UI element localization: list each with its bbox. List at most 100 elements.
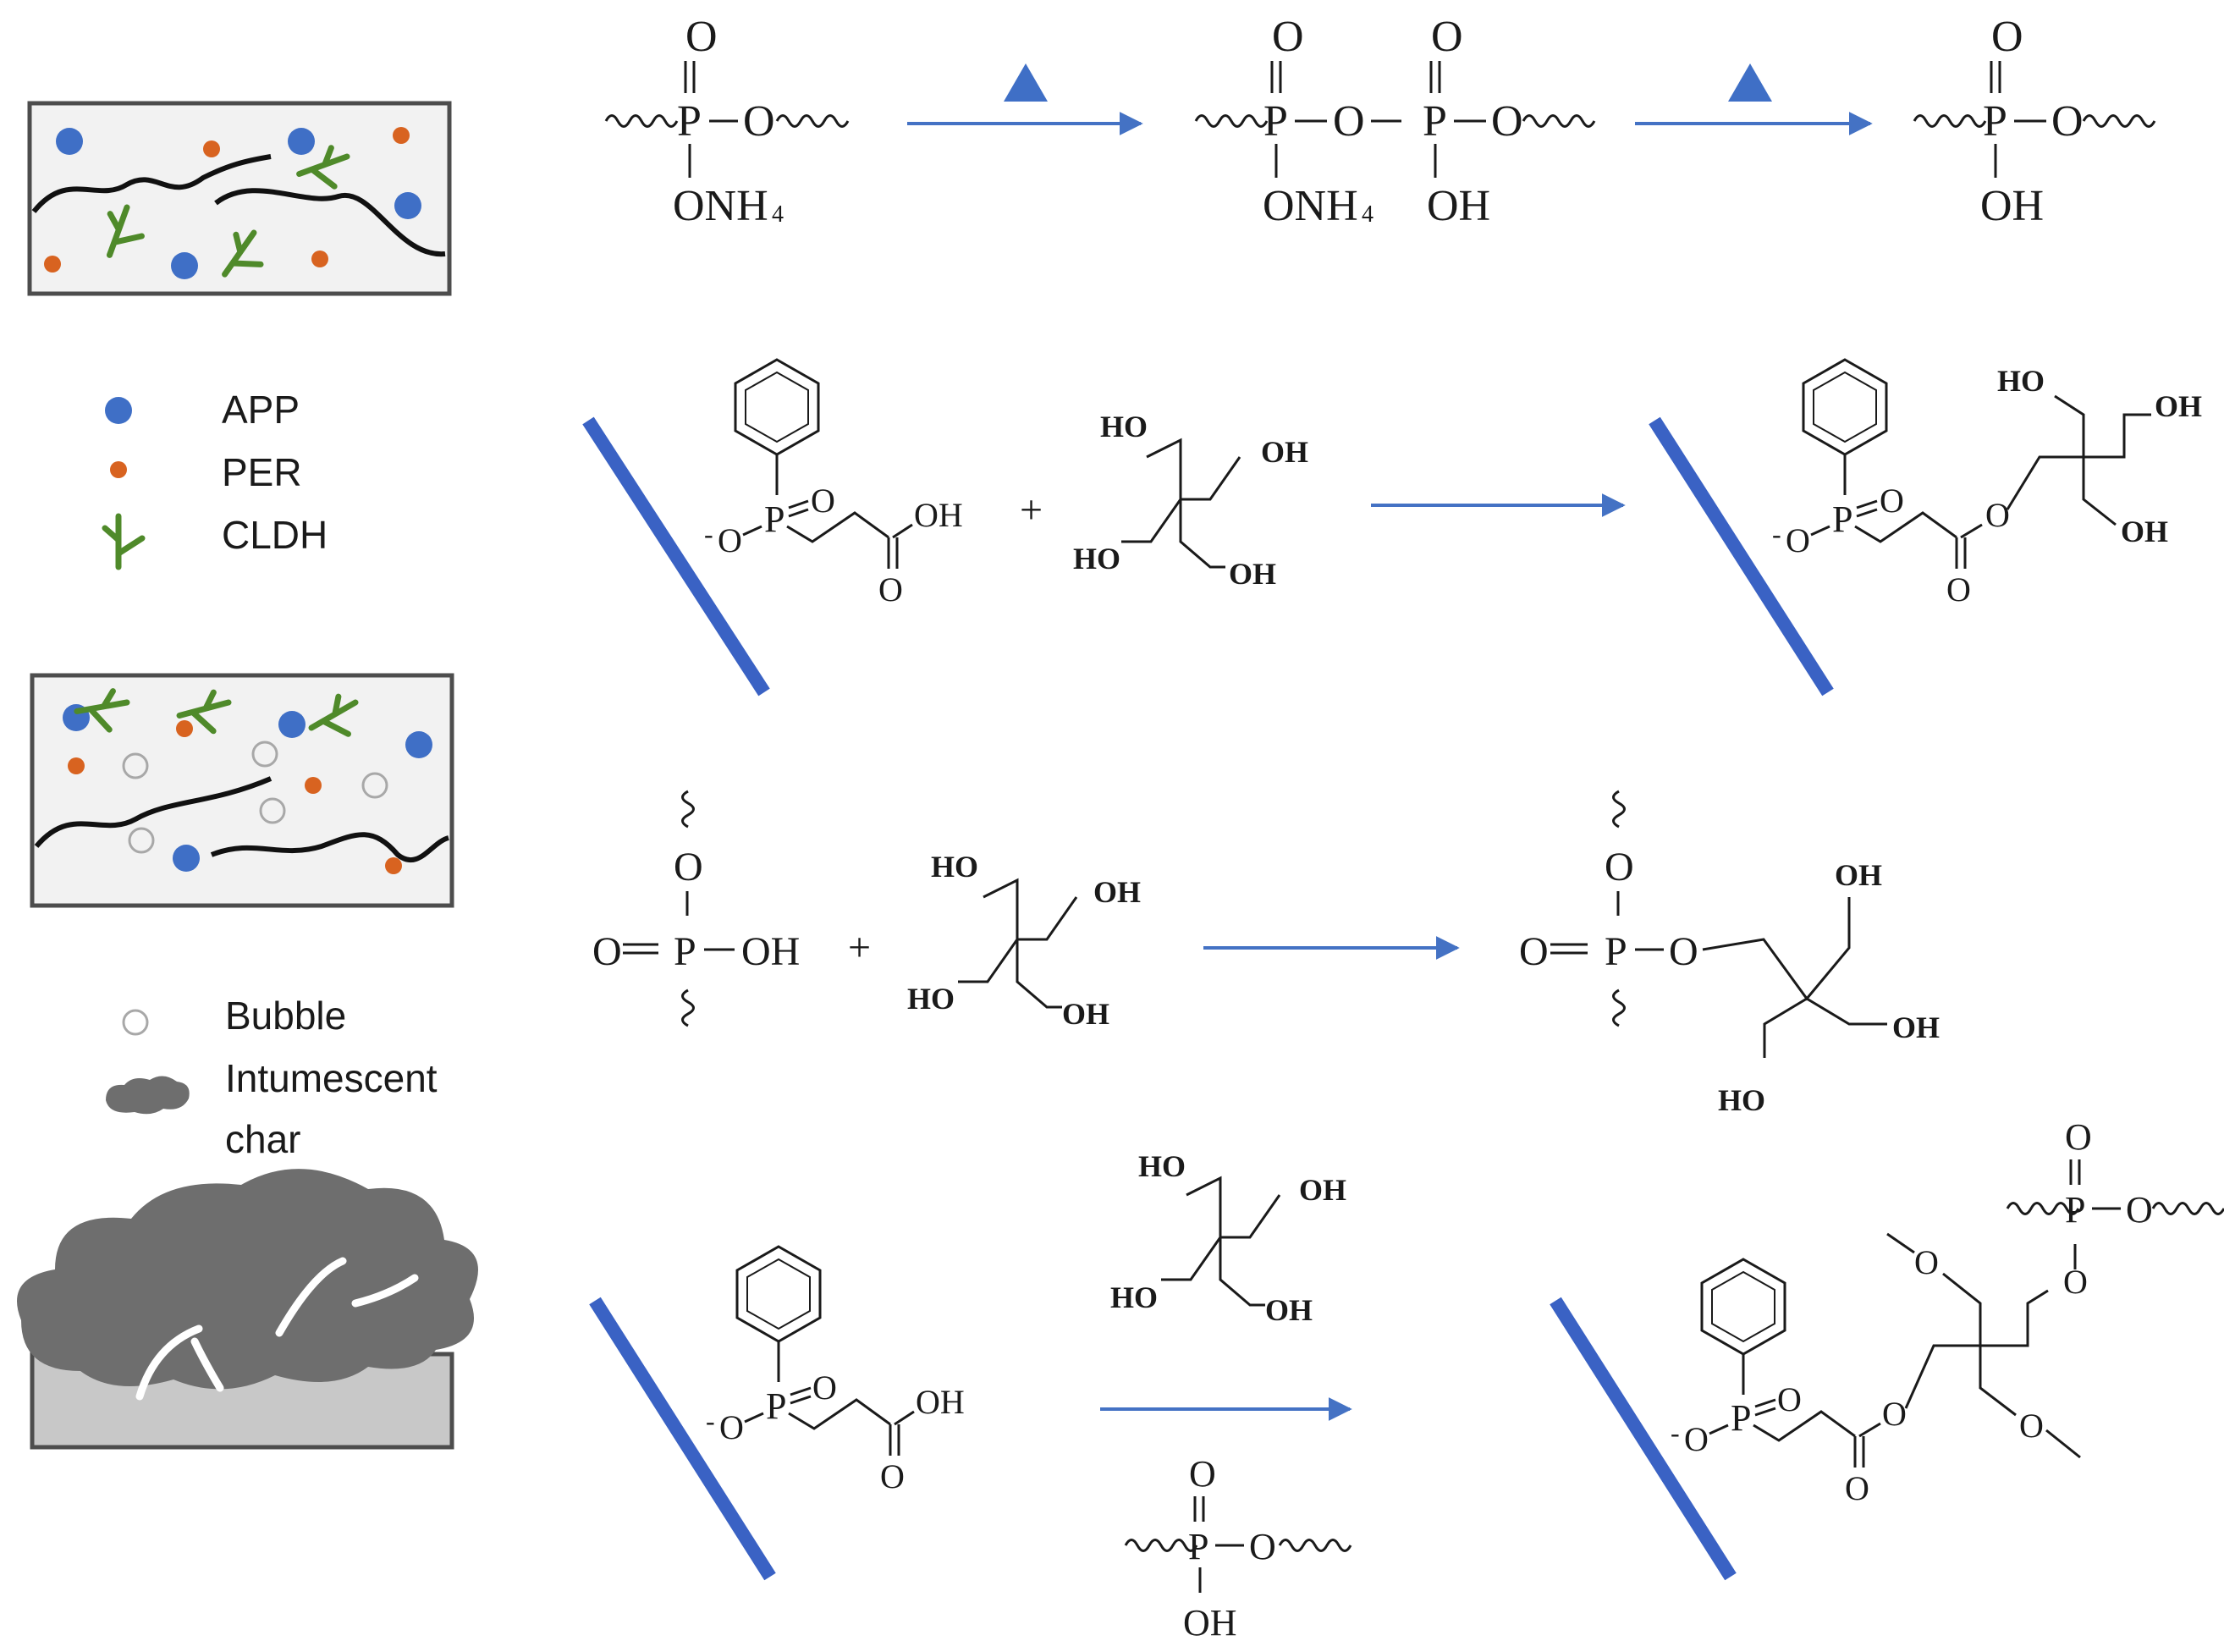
atom-p: P	[1731, 1397, 1751, 1439]
cldh-phosphinate-acid: P O - O O OH	[704, 358, 963, 608]
charge-minus: -	[1671, 1418, 1680, 1448]
atom-o: O	[1189, 1453, 1216, 1495]
atom-ho: HO	[1100, 410, 1148, 443]
clay-sheet-icon	[589, 1297, 776, 1581]
charge-minus: -	[1772, 519, 1781, 549]
per-dot-icon	[393, 127, 410, 144]
atom-ho: HO	[931, 850, 978, 884]
atom-p: P	[1263, 97, 1288, 146]
atom-ho: HO	[1138, 1149, 1186, 1183]
atom-oh: OH	[1229, 557, 1276, 591]
per-dot-icon	[203, 140, 220, 157]
atom-oh: OH	[1299, 1173, 1346, 1207]
atom-oh: OH	[1093, 875, 1141, 909]
atom-p: P	[1832, 498, 1852, 540]
atom-o: O	[1431, 13, 1463, 61]
charge-minus: -	[706, 1406, 715, 1436]
atom-o: O	[1786, 521, 1810, 559]
atom-oh: OH	[1261, 435, 1308, 469]
atom-oh: OH	[914, 496, 963, 534]
per-dot-icon	[176, 720, 193, 737]
legend-char-label-line1: Intumescent	[225, 1056, 438, 1100]
app-dot-icon	[171, 252, 198, 279]
polyphosphoric-acid-reagent: O P O OH	[1124, 1453, 1352, 1644]
atom-o: O	[1605, 845, 1634, 889]
atom-ho: HO	[1997, 364, 2045, 398]
app-dot-icon	[56, 128, 83, 155]
atom-o: O	[1669, 929, 1698, 974]
atom-oh: OH	[741, 929, 800, 974]
atom-o: O	[743, 97, 775, 146]
atom-oh: OH	[1892, 1010, 1940, 1044]
atom-ho: HO	[1073, 542, 1120, 575]
app-dot-icon	[173, 845, 200, 872]
atom-o: O	[1777, 1380, 1802, 1418]
phosphate-pentaerythritol-ester: O O P O OH OH HO	[1519, 790, 1940, 1117]
app-dot-icon	[105, 397, 132, 424]
atom-o: O	[1272, 13, 1304, 61]
per-dot-icon	[311, 251, 328, 267]
bubble-icon	[361, 772, 388, 799]
atom-p: P	[1605, 929, 1627, 974]
atom-o: O	[878, 570, 903, 608]
heat-triangle-icon	[1004, 63, 1048, 102]
legend-cldh-label: CLDH	[222, 513, 328, 557]
charge-minus: -	[704, 519, 713, 549]
plus-sign: +	[1020, 487, 1043, 532]
plus-sign: +	[848, 925, 871, 970]
pentaerythritol: HO OH HO OH	[907, 850, 1141, 1031]
app-dot-icon	[288, 128, 315, 155]
atom-o: O	[1684, 1420, 1709, 1458]
atom-o: O	[1249, 1526, 1276, 1567]
bubble-icon	[251, 741, 278, 768]
cldh-per-ester: P O - O O O HO OH OH	[1772, 358, 2202, 608]
polymer-matrix-panel	[27, 101, 452, 296]
foaming-matrix-panel	[30, 673, 454, 908]
app-dimer: O P O O P O ONH 4 OH	[1194, 13, 1596, 230]
atom-oh: OH	[1183, 1602, 1237, 1644]
atom-oh: OH	[1062, 997, 1109, 1031]
bubble-icon	[122, 752, 149, 779]
heat-triangle-icon	[1728, 63, 1772, 102]
bubble-icon	[259, 797, 286, 824]
clay-sheet-icon	[1649, 416, 1834, 697]
atom-o: O	[1991, 13, 2023, 61]
atom-o: O	[674, 845, 703, 889]
cldh-per-ppa-crosslink-row: P O - O O OH HO OH HO OH O P O OH	[589, 1116, 2224, 1644]
atom-p: P	[1983, 97, 2007, 146]
atom-o: O	[2019, 1407, 2044, 1445]
atom-o: O	[1914, 1243, 1939, 1281]
polyphosphoric-acid: O P O OH	[1913, 13, 2156, 230]
atom-o: O	[812, 1368, 837, 1407]
cldh-icon	[105, 516, 142, 567]
app-dot-icon	[278, 711, 306, 738]
atom-o: O	[1491, 97, 1523, 146]
atom-o: O	[811, 482, 835, 520]
legend-per-label: PER	[222, 450, 302, 494]
app-decomposition-row: O P O ONH 4 O P O O P O ONH 4 OH	[604, 13, 2156, 230]
app-monomer: O P O ONH 4	[604, 13, 850, 230]
atom-o: O	[880, 1457, 905, 1495]
app-dot-icon	[405, 731, 432, 758]
atom-onh4: ONH	[673, 182, 768, 230]
atom-oh: OH	[1835, 858, 1882, 892]
atom-p: P	[1423, 97, 1447, 146]
atom-o: O	[1519, 929, 1549, 974]
atom-p: P	[1188, 1526, 1208, 1567]
atom-o: O	[1880, 482, 1904, 520]
atom-oh: OH	[1980, 182, 2044, 230]
atom-subscript: 4	[772, 201, 784, 228]
polyphosphoric-acid-unit: O O P OH	[592, 790, 800, 1027]
atom-oh: OH	[2155, 389, 2202, 423]
atom-o: O	[1845, 1469, 1869, 1507]
intumescent-char-icon	[106, 1076, 190, 1115]
atom-p: P	[674, 929, 696, 974]
atom-p: P	[677, 97, 702, 146]
atom-oh: OH	[916, 1383, 965, 1421]
per-dot-icon	[305, 777, 322, 794]
atom-o: O	[685, 13, 718, 61]
atom-oh: OH	[2121, 515, 2168, 548]
legend-products: Bubble Intumescent char	[106, 994, 438, 1161]
char-layer-panel	[17, 1169, 478, 1450]
